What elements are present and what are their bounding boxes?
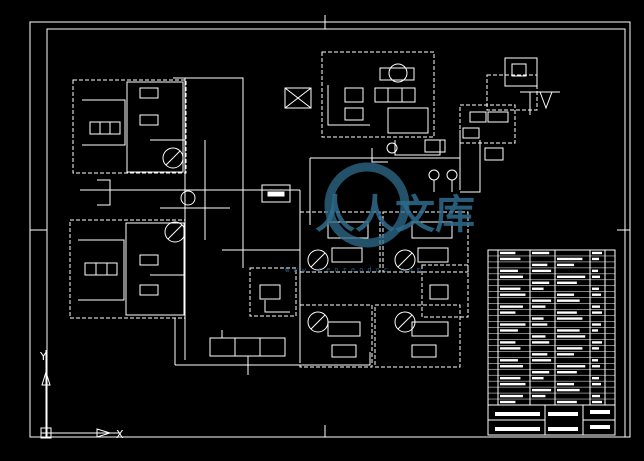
- title-block-cell-text: [532, 281, 550, 284]
- title-block-cell-text: [532, 341, 550, 344]
- bottom-directional-valve: [209, 330, 286, 375]
- title-block-cell-text: [557, 371, 577, 374]
- title-block-cell-text: [557, 281, 577, 284]
- title-block-cell-text: [592, 251, 603, 255]
- title-block-cell-text: [532, 305, 546, 308]
- title-block-cell-text: [557, 263, 575, 267]
- title-block-footer-text: [495, 427, 540, 431]
- title-block-cell-text: [557, 388, 580, 392]
- title-block-cell-text: [592, 347, 600, 350]
- title-block-cell-text: [557, 347, 583, 350]
- title-block-cell-text: [500, 359, 518, 362]
- title-block-cell-text: [557, 293, 575, 296]
- title-block-cell-text: [557, 329, 580, 332]
- title-block-rows: [488, 251, 615, 431]
- title-block-cell-text: [532, 299, 552, 302]
- title-block-cell-text: [557, 299, 580, 302]
- title-block-cell-text: [500, 311, 516, 314]
- title-block-cell-text: [592, 323, 602, 326]
- title-block-cell-text: [500, 257, 521, 261]
- title-block-cell-text: [557, 335, 586, 338]
- title-block-cell-text: [500, 376, 521, 380]
- title-block-cell-text: [592, 275, 601, 279]
- title-block-cell-text: [500, 323, 526, 326]
- title-block-cell-text: [532, 371, 550, 374]
- title-block-cell-text: [557, 382, 575, 386]
- watermark-url: www.renrendoc.com: [285, 266, 425, 274]
- central-actuator-block: [261, 184, 291, 203]
- title-block-cell-text: [592, 382, 602, 386]
- title-block-footer-text: [590, 425, 610, 429]
- title-block-cell-text: [557, 400, 577, 404]
- hydraulic-motor-group: [249, 211, 469, 368]
- title-block-cell-text: [500, 275, 523, 279]
- title-block-cell-text: [592, 311, 603, 314]
- title-block-cell-text: [532, 359, 552, 362]
- title-block-cell-text: [500, 269, 518, 273]
- ucs-axis-y-label: Y: [39, 350, 47, 363]
- main-pressure-lines: [80, 77, 461, 366]
- title-block-cell-text: [500, 394, 523, 398]
- title-block-cell-text: [592, 359, 599, 362]
- title-block-cell-text: [532, 394, 546, 398]
- title-block-cell-text: [532, 388, 552, 392]
- watermark: 人人文库 www.renrendoc.com: [285, 162, 475, 274]
- title-block-cell-text: [557, 365, 586, 368]
- title-block-cell-text: [532, 376, 544, 380]
- ucs-axis-x-label: X: [116, 428, 124, 441]
- title-block-cell-text: [500, 287, 521, 290]
- title-block-cell-text: [532, 353, 548, 356]
- title-block-cell-text: [592, 376, 600, 380]
- title-block-cell-text: [592, 293, 602, 296]
- title-block-cell-text: [532, 251, 550, 255]
- title-block-cell-text: [500, 400, 516, 404]
- title-block-cell-text: [557, 311, 577, 314]
- title-block-cell-text: [500, 329, 518, 332]
- title-block-cell-text: [592, 305, 601, 308]
- title-block-footer-text: [548, 412, 578, 416]
- title-block-cell-text: [500, 382, 526, 386]
- hydraulic-circuit-left: [69, 79, 196, 319]
- title-block-cell-text: [532, 287, 544, 290]
- title-block-cell-text: [592, 287, 600, 290]
- title-block-cell-text: [557, 317, 583, 320]
- watermark-glyphs: 人人文库: [315, 192, 475, 238]
- hydraulic-circuit-top-right: [459, 57, 560, 193]
- title-block-footer-text: [548, 427, 578, 431]
- title-block-cell-text: [500, 365, 523, 368]
- title-block-cell-text: [557, 353, 575, 356]
- title-block-cell-text: [592, 341, 603, 344]
- title-block-cell-text: [592, 269, 599, 273]
- title-block-cell-text: [557, 257, 583, 261]
- drawing-frame: [29, 15, 631, 438]
- ucs-icon: [40, 350, 120, 439]
- title-block-cell-text: [500, 293, 526, 296]
- title-block-cell-text: [532, 335, 546, 338]
- title-block-cell-text: [532, 317, 544, 320]
- title-block-cell-text: [592, 329, 599, 332]
- title-block-cell-text: [500, 341, 516, 344]
- title-block-footer-text: [495, 412, 540, 416]
- title-block-cell-text: [532, 263, 548, 267]
- title-block-cell-text: [557, 275, 586, 279]
- title-block-cell-text: [500, 305, 523, 308]
- title-block-cell-text: [592, 365, 601, 368]
- title-block-cell-text: [592, 394, 601, 398]
- title-block-cell-text: [532, 269, 552, 273]
- hydraulic-circuit-top-center: [284, 51, 458, 192]
- title-block-cell-text: [500, 347, 521, 350]
- title-block-cell-text: [500, 251, 516, 255]
- title-block-cell-text: [532, 323, 548, 326]
- title-block-cell-text: [592, 400, 603, 404]
- title-block-cell-text: [592, 257, 600, 261]
- title-block-footer-text: [590, 410, 610, 414]
